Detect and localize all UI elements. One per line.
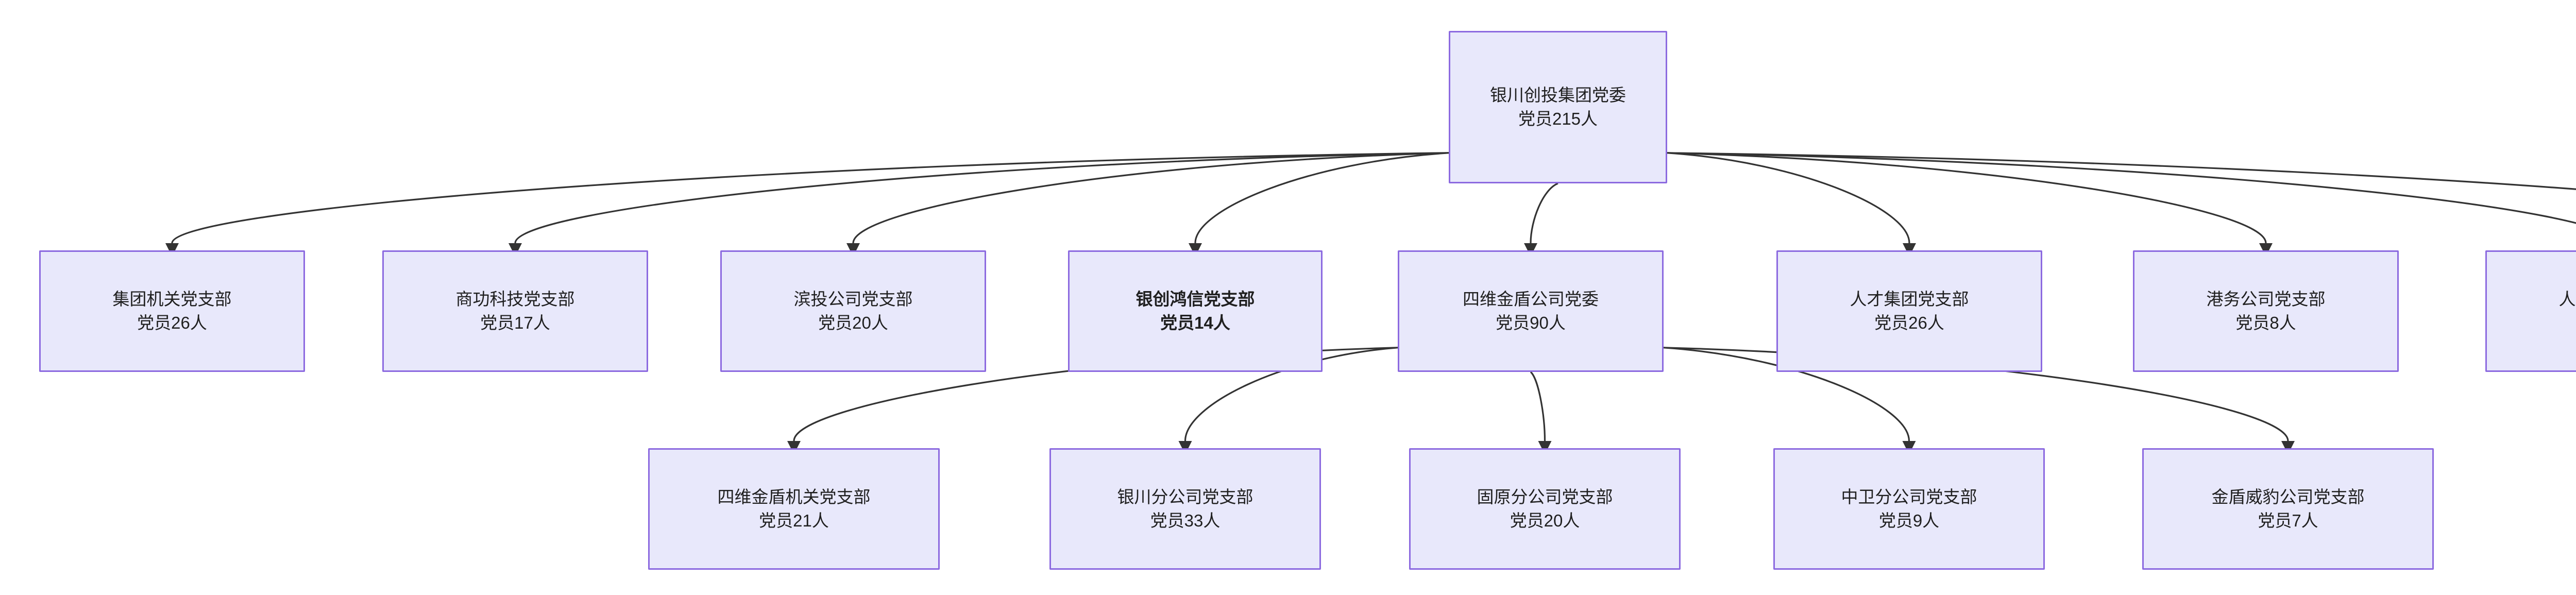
org-node-title: 固原分公司党支部 [1477,487,1613,507]
org-node-member-count: 党员7人 [2258,511,2318,530]
edge-root-to-gangwu [1667,152,2267,244]
org-node-member-count: 党员33人 [1150,511,1221,530]
org-node-title: 银创鸿信党支部 [1136,290,1255,309]
org-node-member-count: 党员9人 [1878,511,1940,530]
edge-root-to-landun [1667,152,2576,190]
arrowhead-root-to-bintou [846,243,860,257]
edge-root-to-rencai [1667,152,1910,244]
org-node-bintou[interactable]: 滨投公司党支部党员20人 [720,250,986,372]
org-node-member-count: 党员17人 [480,313,550,332]
org-node-title: 集团机关党支部 [112,290,232,309]
org-node-title: 人资公司党支部 [2558,290,2576,309]
org-node-title: 中卫分公司党支部 [1841,487,1977,507]
org-node-member-count: 党员90人 [1496,313,1566,332]
arrowhead-siwei-jindun-to-siwei-jiguan [787,441,801,454]
arrowhead-siwei-jindun-to-zhongwei-fen [1902,441,1916,454]
edge-siwei-jindun-to-guyuan-fen [1530,371,1546,441]
arrowhead-siwei-jindun-to-jindun-weibao [2281,441,2295,454]
org-node-title: 银川分公司党支部 [1117,487,1253,507]
org-node-member-count: 党员215人 [1518,109,1598,128]
org-node-title: 商功科技党支部 [455,290,575,309]
arrowhead-siwei-jindun-to-yinchuan-fen [1178,441,1192,454]
org-node-title: 四维金盾机关党支部 [717,487,871,507]
org-node-member-count: 党员8人 [2235,313,2296,332]
org-node-title: 滨投公司党支部 [793,290,913,309]
org-node-renzi[interactable]: 人资公司党支部党员5人 [2485,250,2576,372]
org-node-yinchuang[interactable]: 银创鸿信党支部党员14人 [1068,250,1323,372]
org-node-title: 港务公司党支部 [2206,290,2326,309]
org-node-guyuan-fen[interactable]: 固原分公司党支部党员20人 [1409,448,1681,570]
org-node-member-count: 党员20人 [818,313,888,332]
org-node-title: 四维金盾公司党委 [1463,290,1599,309]
arrowhead-root-to-gangwu [2259,243,2273,257]
edge-root-to-yinchuang [1194,152,1449,244]
edge-root-to-bintou [852,152,1449,244]
org-node-jindun-weibao[interactable]: 金盾威豹公司党支部党员7人 [2142,448,2434,570]
edge-root-to-renzi [1667,152,2576,224]
org-node-yinchuan-fen[interactable]: 银川分公司党支部党员33人 [1049,448,1321,570]
org-node-rencai[interactable]: 人才集团党支部党员26人 [1776,250,2042,372]
org-node-gangwu[interactable]: 港务公司党支部党员8人 [2133,250,2399,372]
org-node-siwei-jiguan[interactable]: 四维金盾机关党支部党员21人 [648,448,940,570]
org-node-shanggong[interactable]: 商功科技党支部党员17人 [382,250,648,372]
arrowhead-root-to-yinchuang [1189,243,1202,257]
org-node-root[interactable]: 银川创投集团党委党员215人 [1449,31,1667,183]
edge-root-to-siwei-jindun [1530,182,1558,244]
edge-siwei-jindun-to-yinchuan-fen [1184,347,1398,441]
org-node-member-count: 党员21人 [759,511,829,530]
org-node-member-count: 党员14人 [1160,313,1230,332]
arrowhead-root-to-rencai [1903,243,1916,257]
org-node-jituan-jiguan[interactable]: 集团机关党支部党员26人 [39,250,305,372]
edge-root-to-shanggong [514,152,1449,244]
org-node-zhongwei-fen[interactable]: 中卫分公司党支部党员9人 [1773,448,2045,570]
org-node-member-count: 党员26人 [137,313,207,332]
org-node-title: 人才集团党支部 [1850,290,1969,309]
org-node-siwei-jindun[interactable]: 四维金盾公司党委党员90人 [1398,250,1664,372]
org-node-member-count: 党员20人 [1510,511,1580,530]
org-node-title: 银川创投集团党委 [1490,86,1626,105]
org-node-member-count: 党员26人 [1874,313,1944,332]
org-node-title: 金盾威豹公司党支部 [2211,487,2365,507]
arrowhead-root-to-siwei-jindun [1524,243,1537,257]
arrowhead-root-to-jituan-jiguan [165,243,179,257]
edge-siwei-jindun-to-zhongwei-fen [1663,347,1910,441]
arrowhead-siwei-jindun-to-guyuan-fen [1538,441,1552,454]
edge-root-to-jituan-jiguan [171,152,1449,244]
arrowhead-root-to-shanggong [509,243,522,257]
